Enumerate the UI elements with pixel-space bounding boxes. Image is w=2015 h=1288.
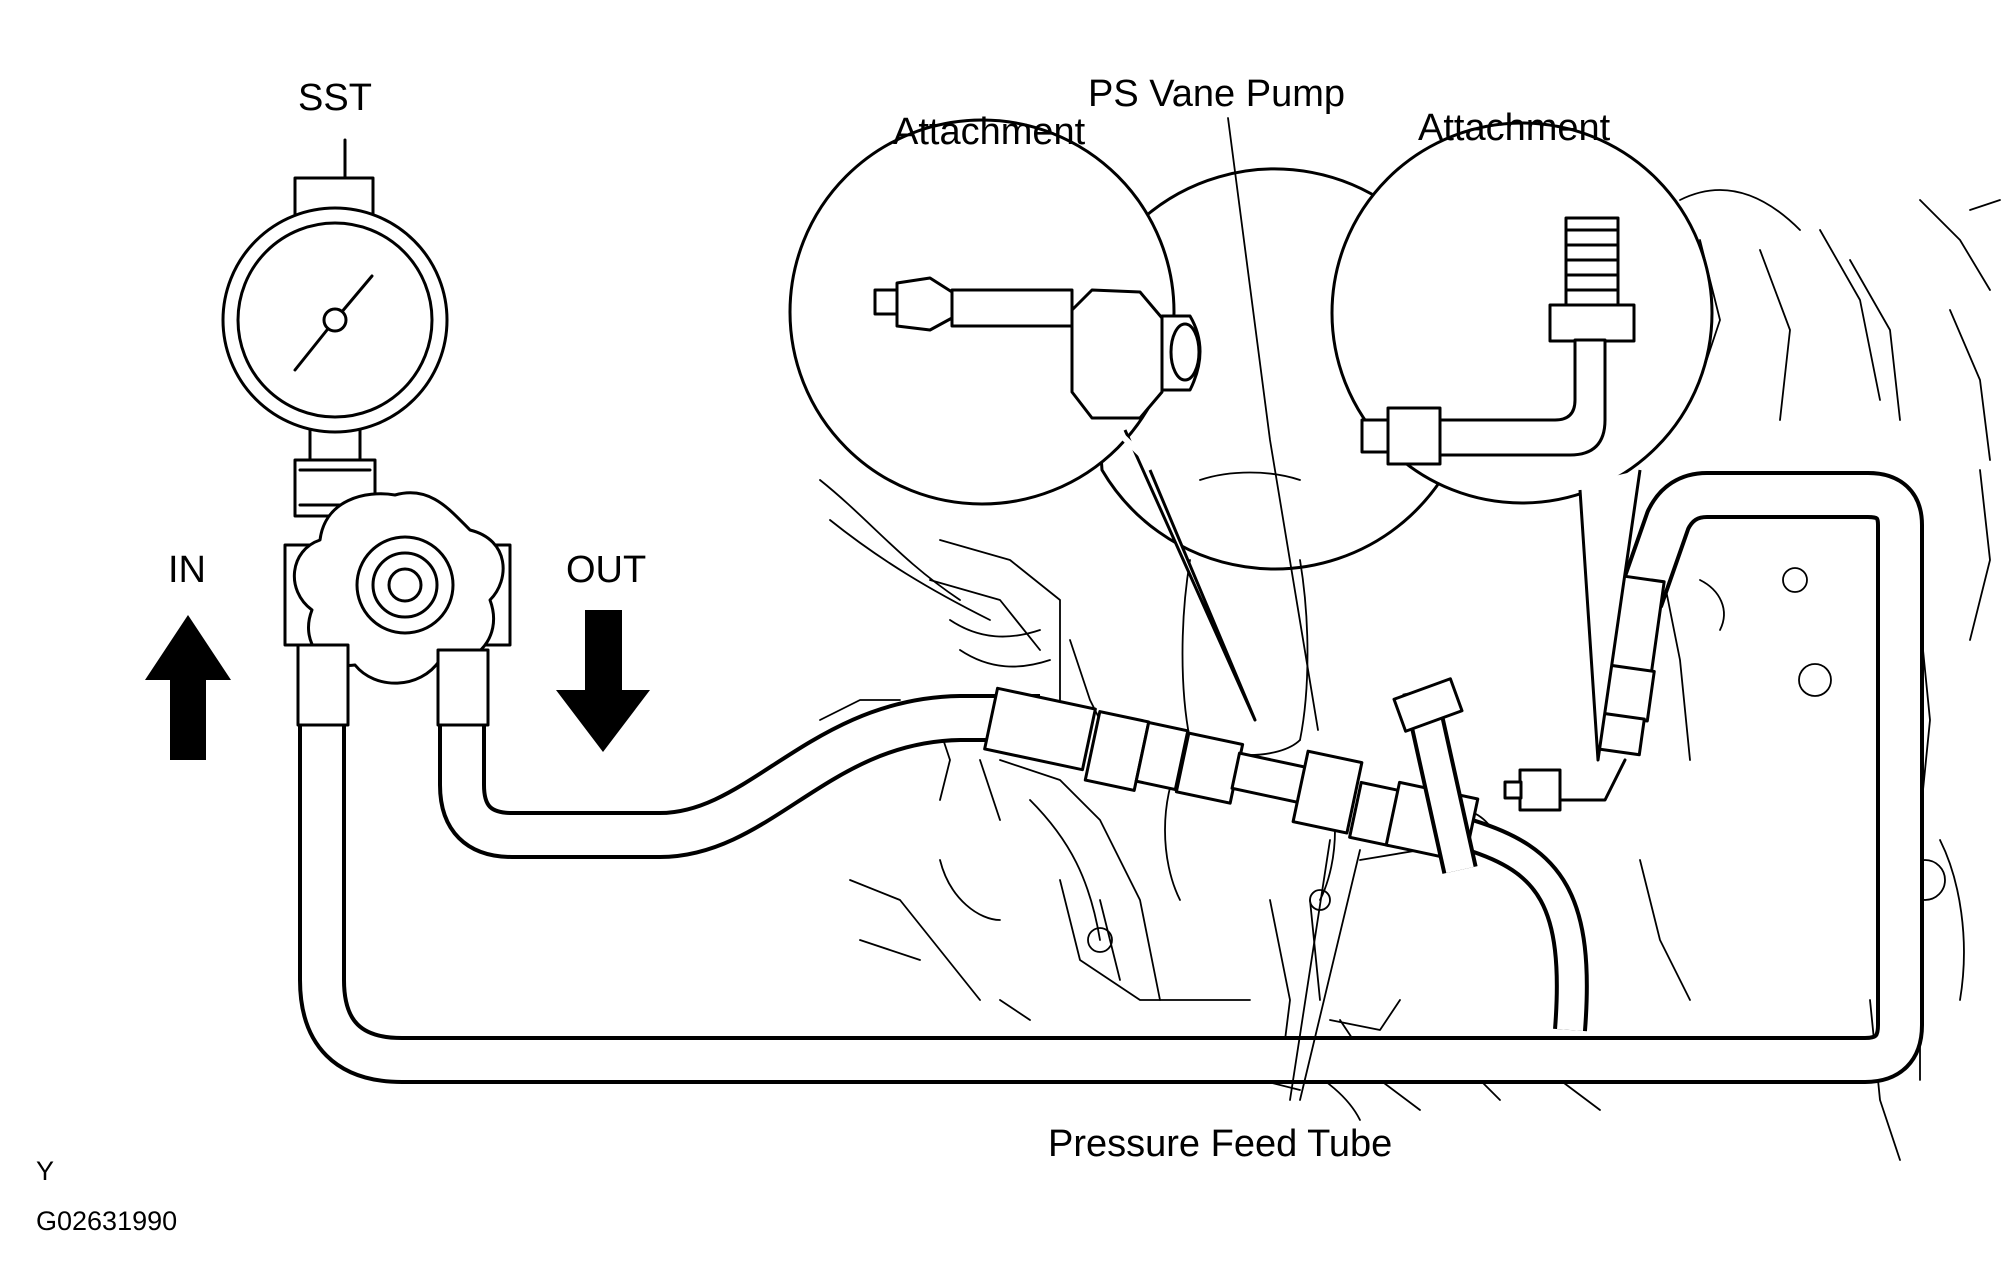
out-arrow: [556, 610, 650, 752]
attachment-callout-left: [788, 118, 1477, 722]
out-port-fitting: [436, 648, 490, 727]
sst-pressure-gauge: [221, 138, 512, 727]
sst-label: SST: [298, 77, 372, 119]
attachment-right-label: Attachment: [1418, 107, 1611, 149]
hose-fittings: [983, 573, 1666, 874]
pressure-feed-tube-label: Pressure Feed Tube: [1048, 1123, 1392, 1165]
gauge-hoses: [298, 471, 1924, 1084]
attachment-callout-right: [1330, 121, 1714, 762]
labels: SST PS Vane Pump Attachment Attachment I…: [36, 73, 1611, 1236]
valve-knob: [292, 491, 505, 685]
out-label: OUT: [566, 549, 646, 591]
corner-code-label: Y: [36, 1156, 54, 1186]
ps-vane-pump-label: PS Vane Pump: [1088, 73, 1345, 115]
attachment-left-label: Attachment: [893, 111, 1086, 153]
in-arrow: [145, 615, 231, 760]
figure-id-label: G02631990: [36, 1206, 177, 1236]
leader-lines: [1227, 117, 1361, 1101]
in-port-fitting: [296, 643, 350, 727]
in-label: IN: [168, 549, 206, 591]
